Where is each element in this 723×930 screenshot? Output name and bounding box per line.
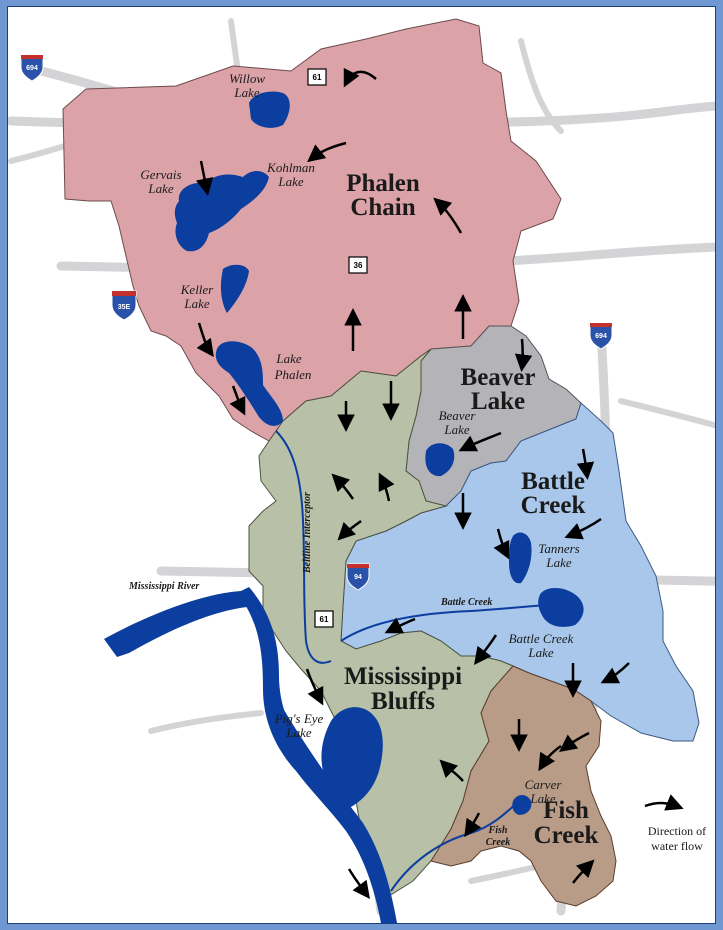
route36-label: 36 <box>354 261 363 270</box>
us61-north-shield: 61 <box>307 68 327 86</box>
beaver-lake-small-label-1: Beaver <box>439 408 477 423</box>
legend-label-2: water flow <box>651 839 703 853</box>
flow-arrow-29 <box>464 812 482 838</box>
fish-creek-stream-label-2: Creek <box>486 837 510 848</box>
carver-lake-shape <box>512 795 532 815</box>
pigs-eye-lake-label-1: Pig's Eye <box>274 711 324 726</box>
flow-arrow-30 <box>347 868 370 900</box>
fish-creek-label-1: Fish <box>543 797 589 824</box>
i694-east-label: 694 <box>595 333 607 340</box>
mississippi-bend <box>237 587 397 923</box>
flow-arrow-15 <box>378 472 395 502</box>
road-minor-2 <box>618 398 715 429</box>
flow-arrow-28 <box>439 759 464 782</box>
flow-arrow-12 <box>458 431 502 452</box>
route36-shield: 36 <box>348 256 368 274</box>
mississippi-bluffs-label-2: Bluffs <box>371 688 435 715</box>
willow-lake-shape <box>249 91 290 128</box>
flow-arrow-8 <box>229 385 246 416</box>
willow-lake-label-1: Willow <box>229 71 265 86</box>
beaver-lake-small-label-2: Lake <box>443 422 470 437</box>
fish-creek-stream-label-1: Fish <box>488 825 508 836</box>
us61-north-label: 61 <box>313 73 322 82</box>
lake-phalen-label-2: Phalen <box>274 367 312 382</box>
interstate-694-east-shield: 694 <box>589 322 613 350</box>
mississippi-side-channel <box>271 701 367 841</box>
flow-arrow-3 <box>195 160 214 196</box>
flow-arrow-13 <box>576 448 595 480</box>
flow-arrow-26 <box>558 731 590 752</box>
lake-phalen-shape <box>215 341 283 426</box>
keller-lake-label-1: Keller <box>180 282 214 297</box>
beltline-interceptor-label: Beltline Interceptor <box>302 492 313 574</box>
us61-south-label: 61 <box>320 615 329 624</box>
battle-creek-label-1: Battle <box>521 468 585 495</box>
flow-arrow-1 <box>343 67 377 88</box>
lake-phalen-label-1: Lake <box>275 351 302 366</box>
battle-creek-stream <box>340 604 547 642</box>
beaver-lake-label-1: Beaver <box>461 364 536 391</box>
mississippi-river <box>104 587 397 923</box>
pigs-eye-lake-shape <box>321 707 383 807</box>
road-minor-3 <box>148 710 264 734</box>
us61-south-shield: 61 <box>314 610 334 628</box>
flow-arrow-20 <box>384 617 416 634</box>
road-right-upper <box>518 38 564 134</box>
willow-lake-label-2: Lake <box>233 85 260 100</box>
beaver-lake-shape <box>425 443 455 477</box>
interstate-94-shield: 94 <box>346 563 370 591</box>
flow-arrow-21 <box>473 634 498 665</box>
kohlman-lake-label-2: Lake <box>277 174 304 189</box>
flow-arrow-14 <box>331 473 355 500</box>
flow-arrow-18 <box>493 528 510 560</box>
battle-creek-lake-shape <box>538 587 584 627</box>
mississippi-main-channel <box>104 591 247 657</box>
phalen-chain-label-1: Phalen <box>346 170 420 197</box>
i35e-label: 35E <box>118 304 131 311</box>
keller-lake-label-2: Lake <box>183 296 210 311</box>
map-svg: 694 61 36 35E 694 94 61 Phalen Chain Bea… <box>8 18 715 923</box>
flow-arrow-2 <box>307 141 347 163</box>
tanners-lake-label-2: Lake <box>545 555 572 570</box>
beaver-lake-label-2: Lake <box>471 388 525 415</box>
i694-nw-label: 694 <box>26 65 38 72</box>
flow-arrow-27 <box>538 744 562 772</box>
interstate-35e-shield: 35E <box>111 290 137 321</box>
pigs-eye-lake-label-2: Lake <box>285 725 312 740</box>
flow-arrow-24 <box>305 668 324 706</box>
tanners-lake-shape <box>509 532 532 584</box>
legend-label-1: Direction of <box>648 824 706 838</box>
battle-creek-label-2: Creek <box>521 492 586 519</box>
keller-lake-shape <box>220 264 249 313</box>
mississippi-bluffs-label-1: Mississippi <box>344 663 462 690</box>
gervais-lake-label-2: Lake <box>147 181 174 196</box>
i94-label: 94 <box>354 574 362 581</box>
flow-arrow-9 <box>514 338 533 372</box>
flow-arrows <box>195 67 684 900</box>
battle-creek-lake-label-1: Battle Creek <box>509 631 574 646</box>
kohlman-lake-label-1: Kohlman <box>266 160 315 175</box>
watershed-map: 694 61 36 35E 694 94 61 Phalen Chain Bea… <box>7 6 716 924</box>
legend-arrow <box>644 794 684 811</box>
flow-arrow-19 <box>564 517 602 540</box>
tanners-lake-label-1: Tanners <box>538 541 579 556</box>
interstate-694-nw-shield: 694 <box>20 54 44 82</box>
phalen-chain-label-2: Chain <box>350 194 415 221</box>
fish-creek-label-2: Creek <box>534 822 599 849</box>
fish-creek-region[interactable] <box>430 665 617 907</box>
mississippi-river-label: Mississippi River <box>128 581 199 592</box>
flow-arrow-23 <box>600 662 630 684</box>
flow-arrow-5 <box>196 322 214 358</box>
flow-arrow-4 <box>433 197 463 234</box>
flow-arrow-17 <box>337 519 362 541</box>
carver-lake-label-2: Lake <box>529 791 556 806</box>
gervais-lake-label-1: Gervais <box>140 167 181 182</box>
beltline-interceptor-stream <box>275 430 332 664</box>
battle-creek-lake-label-2: Lake <box>527 645 554 660</box>
carver-lake-label-1: Carver <box>525 777 563 792</box>
flow-arrow-31 <box>572 859 595 884</box>
battle-creek-stream-label: Battle Creek <box>440 597 492 608</box>
